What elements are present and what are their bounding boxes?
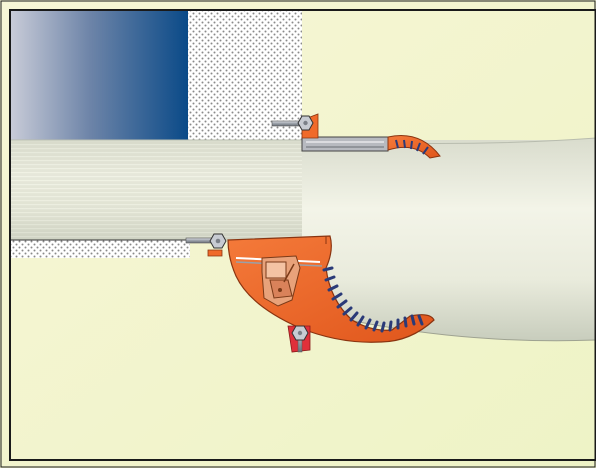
intumescent-ticks-lower	[322, 266, 424, 333]
nut-hole	[303, 120, 308, 126]
mounting-tab-left	[207, 249, 223, 257]
wall-slab	[10, 10, 188, 145]
collar-strap-upper	[301, 136, 389, 152]
intumescent-ticks-upper	[395, 139, 429, 155]
pipe-texture	[10, 140, 310, 240]
pipe-edge-bottom	[329, 315, 596, 342]
frame-border	[9, 9, 596, 461]
fire-collar-lower	[185, 233, 435, 353]
pipe-curve-right	[302, 138, 596, 341]
collar-latch	[261, 255, 301, 307]
nut-hole	[297, 330, 303, 336]
insulation-strip-lower	[10, 240, 190, 258]
fire-collar-upper	[271, 113, 441, 159]
nut-hole	[215, 238, 221, 244]
